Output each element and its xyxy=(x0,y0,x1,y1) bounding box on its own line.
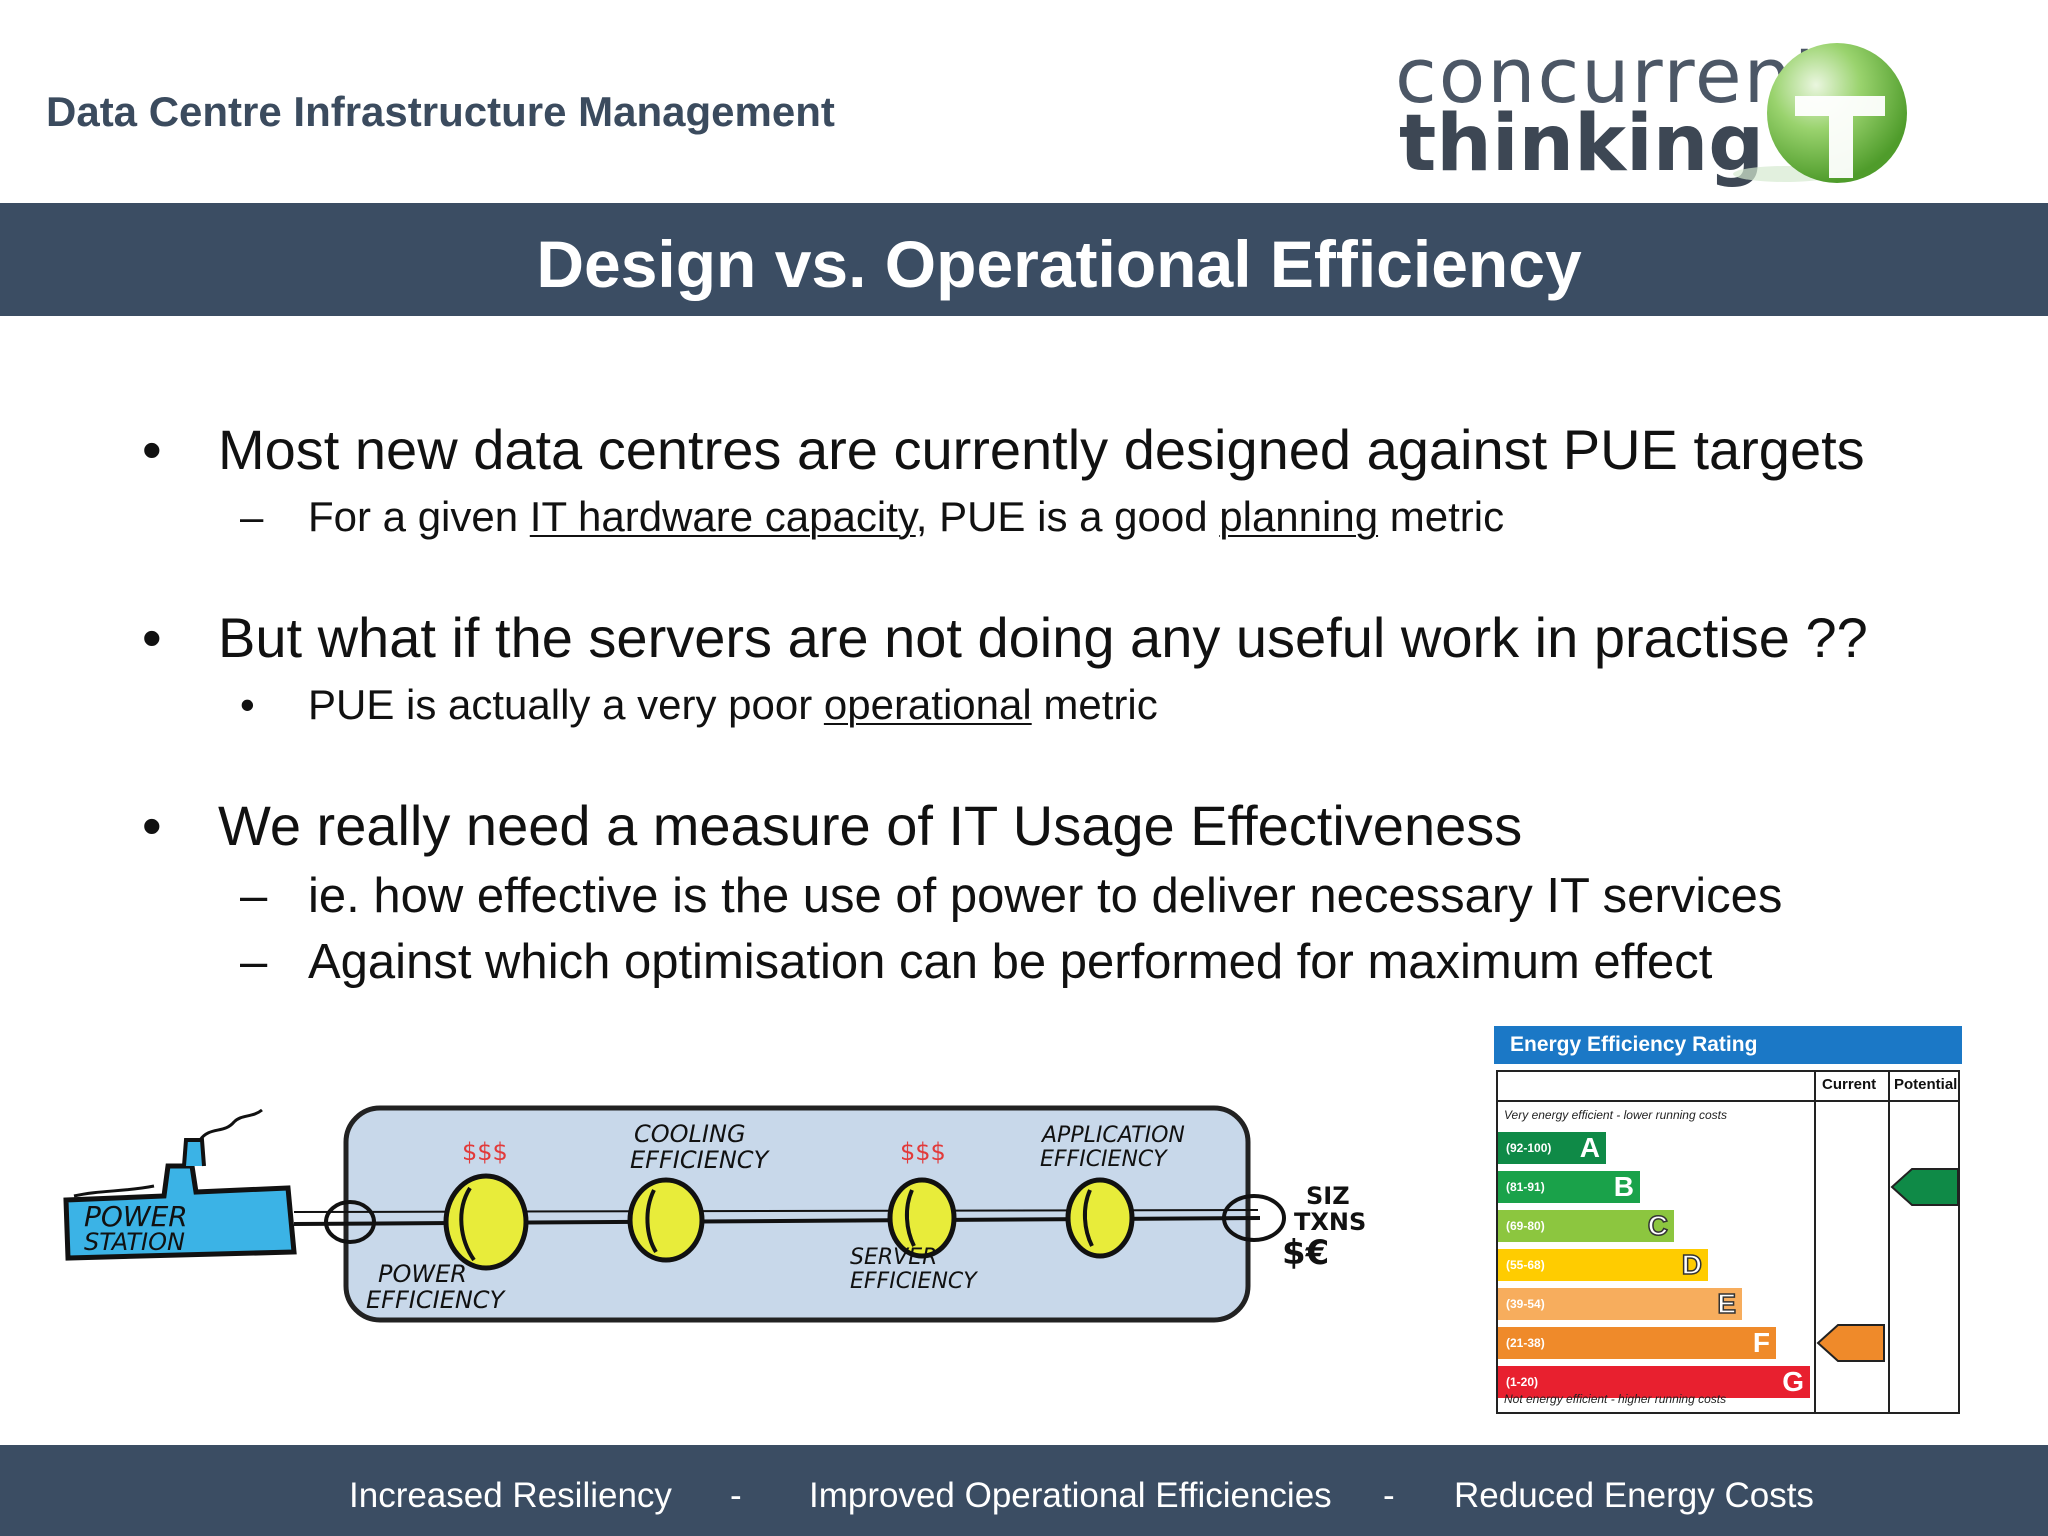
underlined-term: planning xyxy=(1219,493,1379,540)
rating-band-b: (81-91) B xyxy=(1498,1171,1640,1203)
band-range: (39-54) xyxy=(1506,1297,1545,1311)
sub-bullet-marker: – xyxy=(240,493,264,540)
band-range: (55-68) xyxy=(1506,1258,1545,1272)
power-efficiency-label: POWER xyxy=(378,1260,467,1288)
band-letter: B xyxy=(1613,1171,1634,1202)
underlined-term: operational xyxy=(823,681,1032,728)
column-current: Current xyxy=(1822,1076,1877,1093)
band-letter: D xyxy=(1681,1248,1703,1281)
footer-item-efficiencies: Improved Operational Efficiencies xyxy=(809,1476,1332,1515)
rating-band-f: (21-38) F xyxy=(1498,1327,1776,1359)
footer-separator: - xyxy=(1383,1476,1395,1515)
bullet-text: But what if the servers are not doing an… xyxy=(218,606,1868,669)
potential-rating-arrow-icon xyxy=(1890,1168,1959,1206)
logo-green-sphere-icon xyxy=(1733,43,1907,183)
rating-band-a: (92-100) A xyxy=(1498,1132,1606,1164)
sub-bullet-text: Against which optimisation can be perfor… xyxy=(308,935,1713,989)
bullet-marker: • xyxy=(142,606,162,669)
application-label: APPLICATION xyxy=(1040,1123,1185,1148)
rating-band-g: (1-20) G xyxy=(1498,1366,1810,1398)
sub-bullet-text: ie. how effective is the use of power to… xyxy=(308,869,1783,923)
band-letter: G xyxy=(1782,1366,1804,1397)
power-efficiency-label: EFFICIENCY xyxy=(366,1286,507,1314)
bullet-marker: • xyxy=(142,418,162,481)
band-letter: F xyxy=(1752,1327,1770,1358)
output-label: SIZ xyxy=(1306,1182,1350,1210)
rating-band-c: (69-80) C xyxy=(1498,1209,1674,1242)
bullet-text: Most new data centres are currently desi… xyxy=(218,418,1865,481)
footer-band xyxy=(0,1445,2048,1536)
application-efficiency-lens-icon xyxy=(1065,1177,1135,1259)
cooling-label: EFFICIENCY xyxy=(630,1146,771,1174)
rating-band-e: (39-54) E xyxy=(1498,1287,1742,1320)
money-mark: $$$ xyxy=(462,1138,508,1166)
server-efficiency-label: EFFICIENCY xyxy=(850,1269,978,1294)
band-range: (92-100) xyxy=(1506,1141,1552,1155)
power-efficiency-lens-icon xyxy=(443,1173,529,1271)
server-efficiency-lens-icon xyxy=(887,1177,957,1259)
server-efficiency-label: SERVER xyxy=(850,1245,937,1270)
output-currency-label: $€ xyxy=(1282,1233,1329,1273)
top-note: Very energy efficient - lower running co… xyxy=(1504,1108,1727,1122)
underlined-term: IT hardware capacity xyxy=(529,493,916,540)
application-label: EFFICIENCY xyxy=(1040,1147,1168,1172)
bullet-marker: • xyxy=(142,794,162,857)
logo-word-thinking: thinking xyxy=(1399,99,1765,189)
sub-bullet-text: PUE is actually a very poor operational … xyxy=(308,681,1158,728)
sub-bullet-marker: – xyxy=(240,935,268,989)
bullet-text: We really need a measure of IT Usage Eff… xyxy=(218,794,1523,857)
rating-band-d: (55-68) D xyxy=(1498,1248,1708,1281)
slide-title: Design vs. Operational Efficiency xyxy=(536,227,1582,301)
sub-bullet-text: For a given IT hardware capacity, PUE is… xyxy=(308,493,1505,540)
footer-item-energy-costs: Reduced Energy Costs xyxy=(1454,1476,1814,1515)
footer-item-resiliency: Increased Resiliency xyxy=(349,1476,672,1515)
sub-bullet-marker: – xyxy=(240,869,268,923)
cooling-efficiency-lens-icon xyxy=(627,1177,705,1263)
band-range: (21-38) xyxy=(1506,1336,1545,1350)
band-range: (81-91) xyxy=(1506,1180,1545,1194)
energy-efficiency-rating-chart: Energy Efficiency Rating Current Potenti… xyxy=(1494,1026,1962,1414)
bottom-note: Not energy efficient - higher running co… xyxy=(1504,1392,1727,1406)
column-potential: Potential xyxy=(1894,1076,1958,1093)
energy-rating-title: Energy Efficiency Rating xyxy=(1494,1026,1962,1064)
energy-rating-table: Current Potential Very energy efficient … xyxy=(1496,1070,1960,1414)
title-band xyxy=(0,203,2048,316)
power-station-icon xyxy=(63,1108,297,1261)
band-letter: C xyxy=(1647,1209,1669,1242)
output-label: TXNS xyxy=(1294,1208,1366,1236)
band-range: (1-20) xyxy=(1506,1375,1539,1389)
sub-bullet-marker: • xyxy=(240,681,255,728)
power-station-label: STATION xyxy=(84,1228,185,1256)
header-title: Data Centre Infrastructure Management xyxy=(46,88,835,135)
company-logo: concurrent thinking xyxy=(1395,38,1935,188)
pipeline-container xyxy=(343,1105,1251,1323)
cooling-label: COOLING xyxy=(634,1120,746,1148)
band-letter: E xyxy=(1717,1287,1737,1320)
power-station-label: POWER xyxy=(84,1200,188,1233)
footer-separator: - xyxy=(730,1476,742,1515)
money-mark: $$$ xyxy=(900,1138,946,1166)
band-range: (69-80) xyxy=(1506,1219,1545,1233)
current-rating-arrow-icon xyxy=(1816,1324,1885,1362)
logo-word-concurrent: concurrent xyxy=(1395,31,1826,120)
efficiency-chain-diagram: POWER STATION $$$ $$$ COOLING EFFICIENCY… xyxy=(63,1105,1366,1323)
band-letter: A xyxy=(1579,1132,1600,1163)
